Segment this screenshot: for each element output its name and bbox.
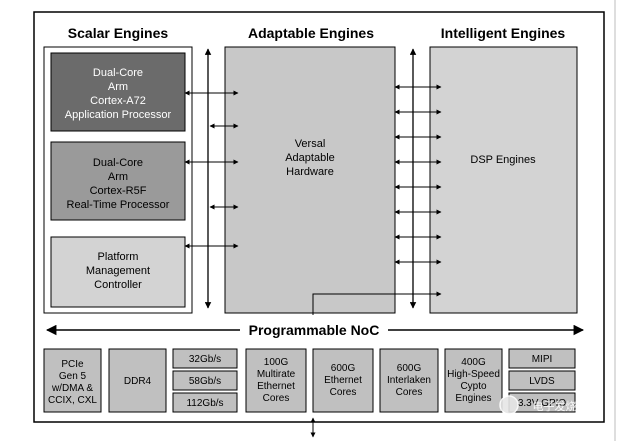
dsp-engines-label: DSP Engines [470,154,536,166]
eth600-line: Ethernet [324,375,362,386]
pmc-line: Platform [98,251,139,263]
mipi-label: MIPI [532,354,553,365]
a72-line: Dual-Core [93,67,143,79]
adaptable-line: Adaptable [285,152,335,164]
interlaken-line: 600G [397,363,422,374]
r5f-line: Cortex-R5F [90,185,147,197]
versal-adaptable-hardware-block: Versal Adaptable Hardware [224,46,396,314]
adaptable-to-intelligent-arrows [394,84,442,265]
r5f-line: Real-Time Processor [67,199,170,211]
interlaken-line: Cores [396,387,423,398]
eth100-line: 100G [264,357,289,368]
eth100-line: Cores [263,393,290,404]
platform-management-controller-block: Platform Management Controller [50,236,186,308]
serdes-32g-box [172,348,238,369]
cortex-r5f-block: Dual-Core Arm Cortex-R5F Real-Time Proce… [50,141,186,221]
watermark-logo-icon [499,395,519,415]
gpio-block: MIPI LVDS 3.3V GPIO [508,348,576,413]
watermark-text: 电子发烧友 [533,399,588,413]
interlaken-600g-block: 600G Interlaken Cores [379,348,439,413]
adaptable-line: Versal [295,138,326,150]
ethernet-100g-block: 100G Multirate Ethernet Cores [245,348,307,413]
ddr4-label: DDR4 [124,376,152,387]
a72-line: Application Processor [65,109,172,121]
a72-line: Arm [108,81,128,93]
adaptable-engines-header: Adaptable Engines [248,25,374,41]
cortex-a72-block: Dual-Core Arm Cortex-A72 Application Pro… [50,52,186,132]
serdes-112g-label: 112Gb/s [186,398,223,409]
gpio-label: 3.3V GPIO [518,398,567,409]
serdes-32g-label: 32Gb/s [189,354,221,365]
pcie-line: CCIX, CXL [48,395,97,406]
intelligent-engines-header: Intelligent Engines [441,25,566,41]
serdes-58g-box [172,370,238,391]
eth600-line: 600G [331,363,356,374]
lvds-label: LVDS [529,376,555,387]
dsp-engines-block: DSP Engines [429,46,578,314]
eth100-line: Multirate [257,369,296,380]
eth100-line: Ethernet [257,381,295,392]
pcie-line: w/DMA & [51,383,93,394]
ddr4-block: DDR4 [108,348,167,413]
pcie-block: PCIe Gen 5 w/DMA & CCIX, CXL [43,348,102,413]
noc-label: Programmable NoC [249,322,380,338]
pmc-line: Controller [94,279,142,291]
crypto-line: 400G [461,357,486,368]
pcie-line: PCIe [61,359,84,370]
r5f-line: Dual-Core [93,157,143,169]
adaptable-intelligent-elbow-connector [312,291,442,315]
scalar-engines-header: Scalar Engines [68,25,169,41]
r5f-line: Arm [108,171,128,183]
serdes-112g-box [172,392,238,413]
a72-line: Cortex-A72 [90,95,146,107]
serdes-58g-label: 58Gb/s [189,376,221,387]
pcie-line: Gen 5 [59,371,87,382]
lvds-box [508,370,576,391]
pmc-line: Management [86,265,150,277]
scalar-to-adaptable-arrows [184,90,239,249]
crypto-line: Engines [455,393,491,404]
adaptable-line: Hardware [286,166,334,178]
serdes-block: 32Gb/s 58Gb/s 112Gb/s [172,348,238,413]
programmable-noc: Programmable NoC [45,322,585,338]
eth600-line: Cores [330,387,357,398]
interlaken-line: Interlaken [387,375,431,386]
crypto-line: Cypto [460,381,487,392]
ethernet-600g-block: 600G Ethernet Cores [312,348,374,413]
watermark: 电子发烧友 [499,395,588,415]
mipi-box [508,348,576,369]
crypto-engines-block: 400G High-Speed Cypto Engines [444,348,503,413]
crypto-line: High-Speed [447,369,500,380]
